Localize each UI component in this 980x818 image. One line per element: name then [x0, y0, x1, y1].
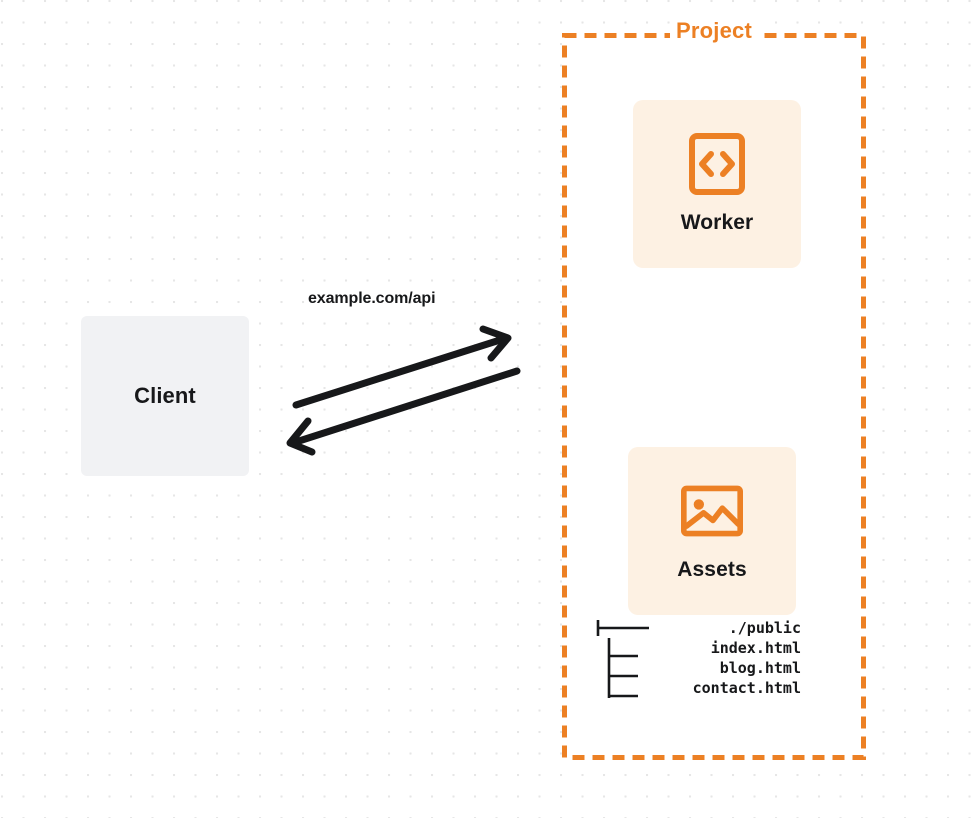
child-branch-icon	[607, 658, 638, 678]
assets-file-tree: ./public index.html blog.html	[596, 618, 801, 698]
request-arrow	[292, 325, 512, 409]
tee-branch-icon	[596, 620, 649, 636]
worker-label: Worker	[680, 211, 754, 234]
child-branch-icon	[607, 638, 638, 658]
project-group: Project Worker Assets	[562, 18, 866, 760]
tree-row: contact.html	[596, 678, 801, 698]
tree-item-label: ./public	[728, 619, 801, 637]
code-brackets-icon	[686, 133, 748, 195]
tree-row: index.html	[596, 638, 801, 658]
tree-item-label: contact.html	[692, 679, 801, 697]
child-branch-icon	[607, 678, 638, 698]
connection-label: example.com/api	[308, 290, 436, 307]
project-title: Project	[670, 18, 758, 44]
image-icon	[681, 480, 743, 542]
tree-row: ./public	[596, 618, 801, 638]
assets-label: Assets	[677, 558, 747, 581]
tree-row: blog.html	[596, 658, 801, 678]
assets-card[interactable]: Assets	[628, 447, 796, 615]
response-arrow	[286, 367, 521, 456]
tree-item-label: index.html	[710, 639, 801, 657]
client-node[interactable]: Client	[81, 316, 249, 476]
worker-card[interactable]: Worker	[633, 100, 801, 268]
client-label: Client	[134, 383, 196, 408]
tree-item-label: blog.html	[719, 659, 801, 677]
